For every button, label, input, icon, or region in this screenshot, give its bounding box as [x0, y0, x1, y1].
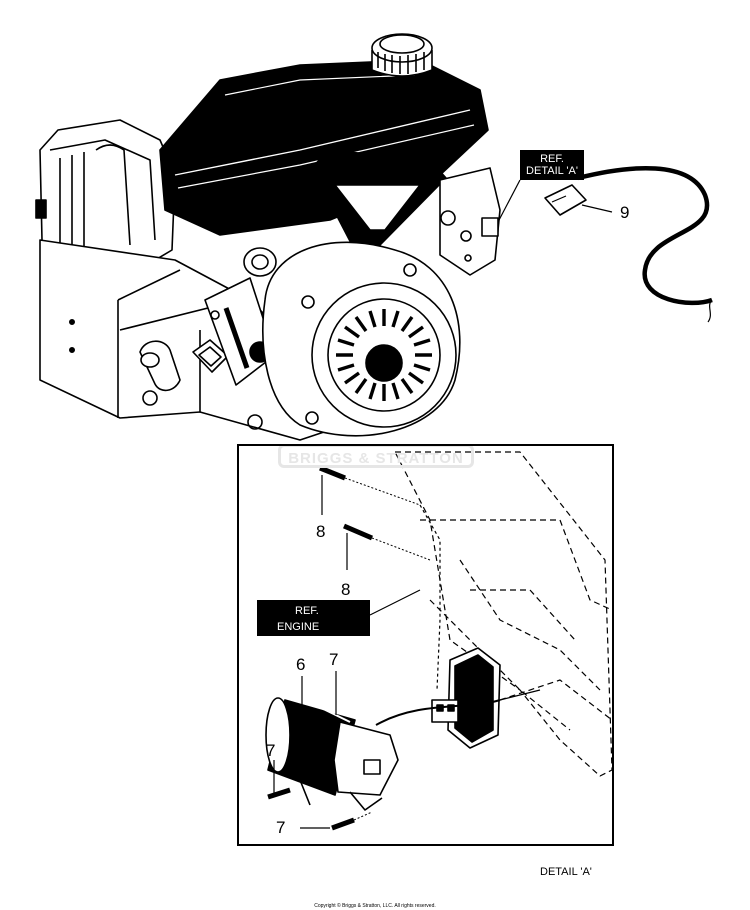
starter-motor — [265, 697, 399, 811]
leader-part9 — [581, 204, 613, 213]
callout-part-8-upper: 8 — [316, 522, 326, 541]
callout-part-7-left: 7 — [266, 741, 276, 760]
leader-ref-engine — [369, 589, 421, 616]
ref-detail-a-line1: REF. — [540, 153, 564, 165]
ref-engine-line1: REF. — [295, 605, 319, 617]
callout-part-8-lower: 8 — [341, 580, 351, 599]
callout-part-7-bottom: 7 — [276, 818, 286, 837]
callout-part-6: 6 — [296, 655, 306, 674]
control-knobs — [139, 339, 229, 392]
ref-detail-a-line2: DETAIL 'A' — [526, 165, 578, 177]
crankcase — [39, 239, 331, 441]
callout-part-9: 9 — [620, 203, 630, 222]
bolt-8-lower — [343, 523, 431, 561]
detail-a-frame — [237, 444, 614, 846]
detail-a-caption: DETAIL 'A' — [540, 866, 592, 878]
ref-engine-line2: ENGINE — [277, 621, 320, 633]
bolt-8-upper — [319, 465, 421, 506]
blower-housing — [262, 241, 461, 437]
screw-7-left — [267, 787, 291, 800]
extension-cord — [544, 166, 713, 323]
oil-fill-cap — [243, 247, 277, 277]
copyright-notice: Copyright © Briggs & Stratton, LLC. All … — [314, 903, 436, 909]
engine-right-side — [439, 167, 501, 276]
leader-detail-a — [497, 179, 521, 223]
screw-7-bottom — [331, 811, 373, 831]
fuel-tank — [159, 59, 489, 236]
ref-detail-a-tag: REF. DETAIL 'A' — [520, 150, 584, 180]
fuel-cap — [371, 33, 433, 77]
ref-engine-tag: REF. ENGINE — [257, 600, 370, 636]
callout-part-7-upper: 7 — [329, 650, 339, 669]
